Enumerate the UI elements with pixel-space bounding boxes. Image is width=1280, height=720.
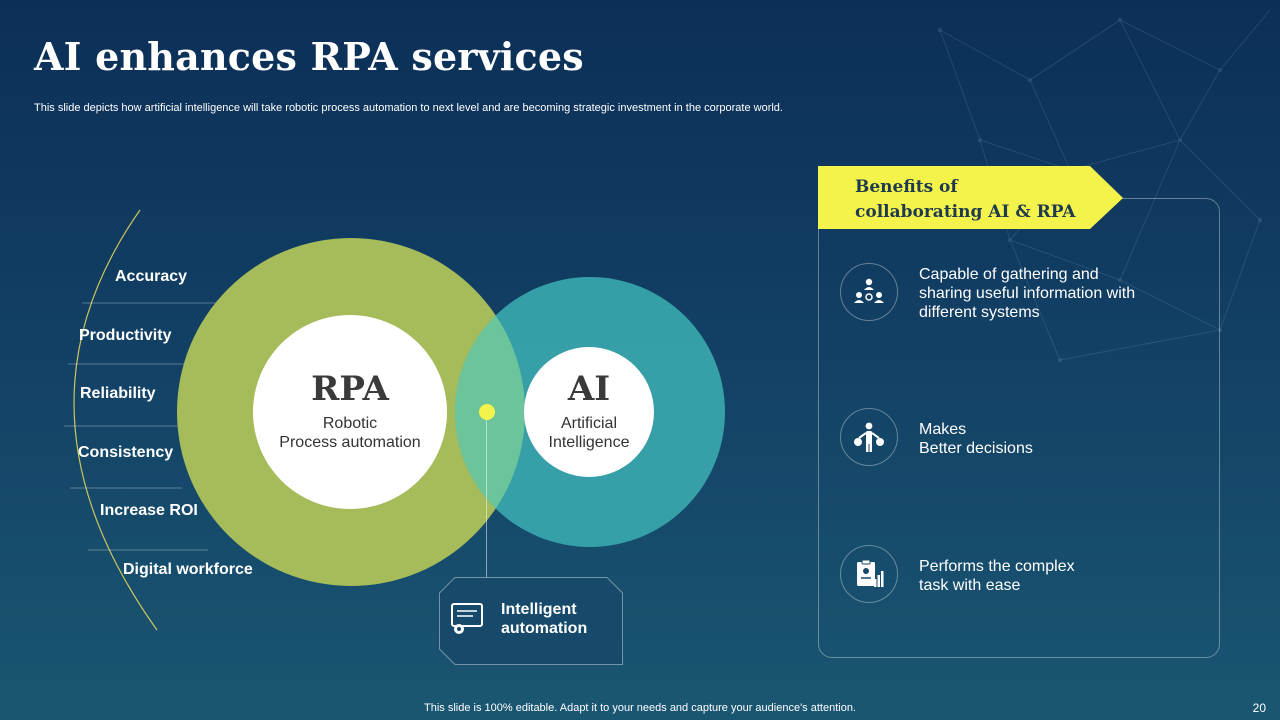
rpa-abbr: RPA (311, 369, 389, 409)
intersection-dot (479, 404, 495, 420)
benefit-2-line1: Makes (919, 421, 967, 438)
slide-subtitle: This slide depicts how artificial intell… (34, 102, 783, 114)
benefit-digital-workforce: Digital workforce (123, 561, 253, 578)
benefit-item-3: Performs the complex task with ease (840, 545, 1200, 607)
decision-person-icon (840, 408, 898, 466)
slide-title: AI enhances RPA services (34, 34, 584, 79)
network-people-icon (840, 263, 898, 321)
banner-line1: Benefits of (855, 177, 958, 197)
benefit-item-2: Makes Better decisions (840, 408, 1200, 470)
benefit-3-line1: Performs the complex (919, 558, 1075, 575)
ia-line2: automation (501, 620, 588, 637)
benefit-2-line2: Better decisions (919, 440, 1033, 457)
benefit-item-1: Capable of gathering and sharing useful … (840, 263, 1200, 325)
benefit-consistency: Consistency (78, 444, 174, 461)
benefit-increase-roi: Increase ROI (100, 502, 198, 519)
benefit-1-line2: sharing useful information with (919, 285, 1136, 302)
banner-line2: collaborating AI & RPA (855, 202, 1076, 222)
benefit-3-line2: task with ease (919, 577, 1021, 594)
benefits-banner: Benefits of collaborating AI & RPA (818, 166, 1124, 230)
rpa-line1: Robotic (322, 415, 378, 432)
monitor-gear-icon (451, 603, 483, 634)
task-chart-icon (840, 545, 898, 603)
ai-line1: Artificial (560, 415, 617, 432)
benefits-arc (64, 209, 216, 631)
rpa-line2: Process automation (279, 434, 421, 451)
benefit-1-line1: Capable of gathering and (919, 266, 1099, 283)
footer-note: This slide is 100% editable. Adapt it to… (424, 702, 856, 714)
benefit-1-line3: different systems (919, 304, 1040, 321)
intelligent-automation-box: Intelligent automation (439, 577, 623, 665)
page-number: 20 (1252, 701, 1266, 715)
rpa-inner-circle: RPA Robotic Process automation (253, 315, 447, 509)
banner-shape (818, 166, 1123, 229)
ia-line1: Intelligent (501, 601, 577, 618)
benefit-reliability: Reliability (80, 385, 156, 402)
ia-box-frame (439, 577, 623, 665)
network-pattern-decoration (938, 9, 1271, 362)
benefit-productivity: Productivity (79, 327, 172, 344)
ai-line2: Intelligence (548, 434, 630, 451)
ai-abbr: AI (567, 369, 611, 409)
benefit-accuracy: Accuracy (115, 268, 188, 285)
ai-inner-circle: AI Artificial Intelligence (524, 347, 654, 477)
connector-line (486, 420, 487, 578)
